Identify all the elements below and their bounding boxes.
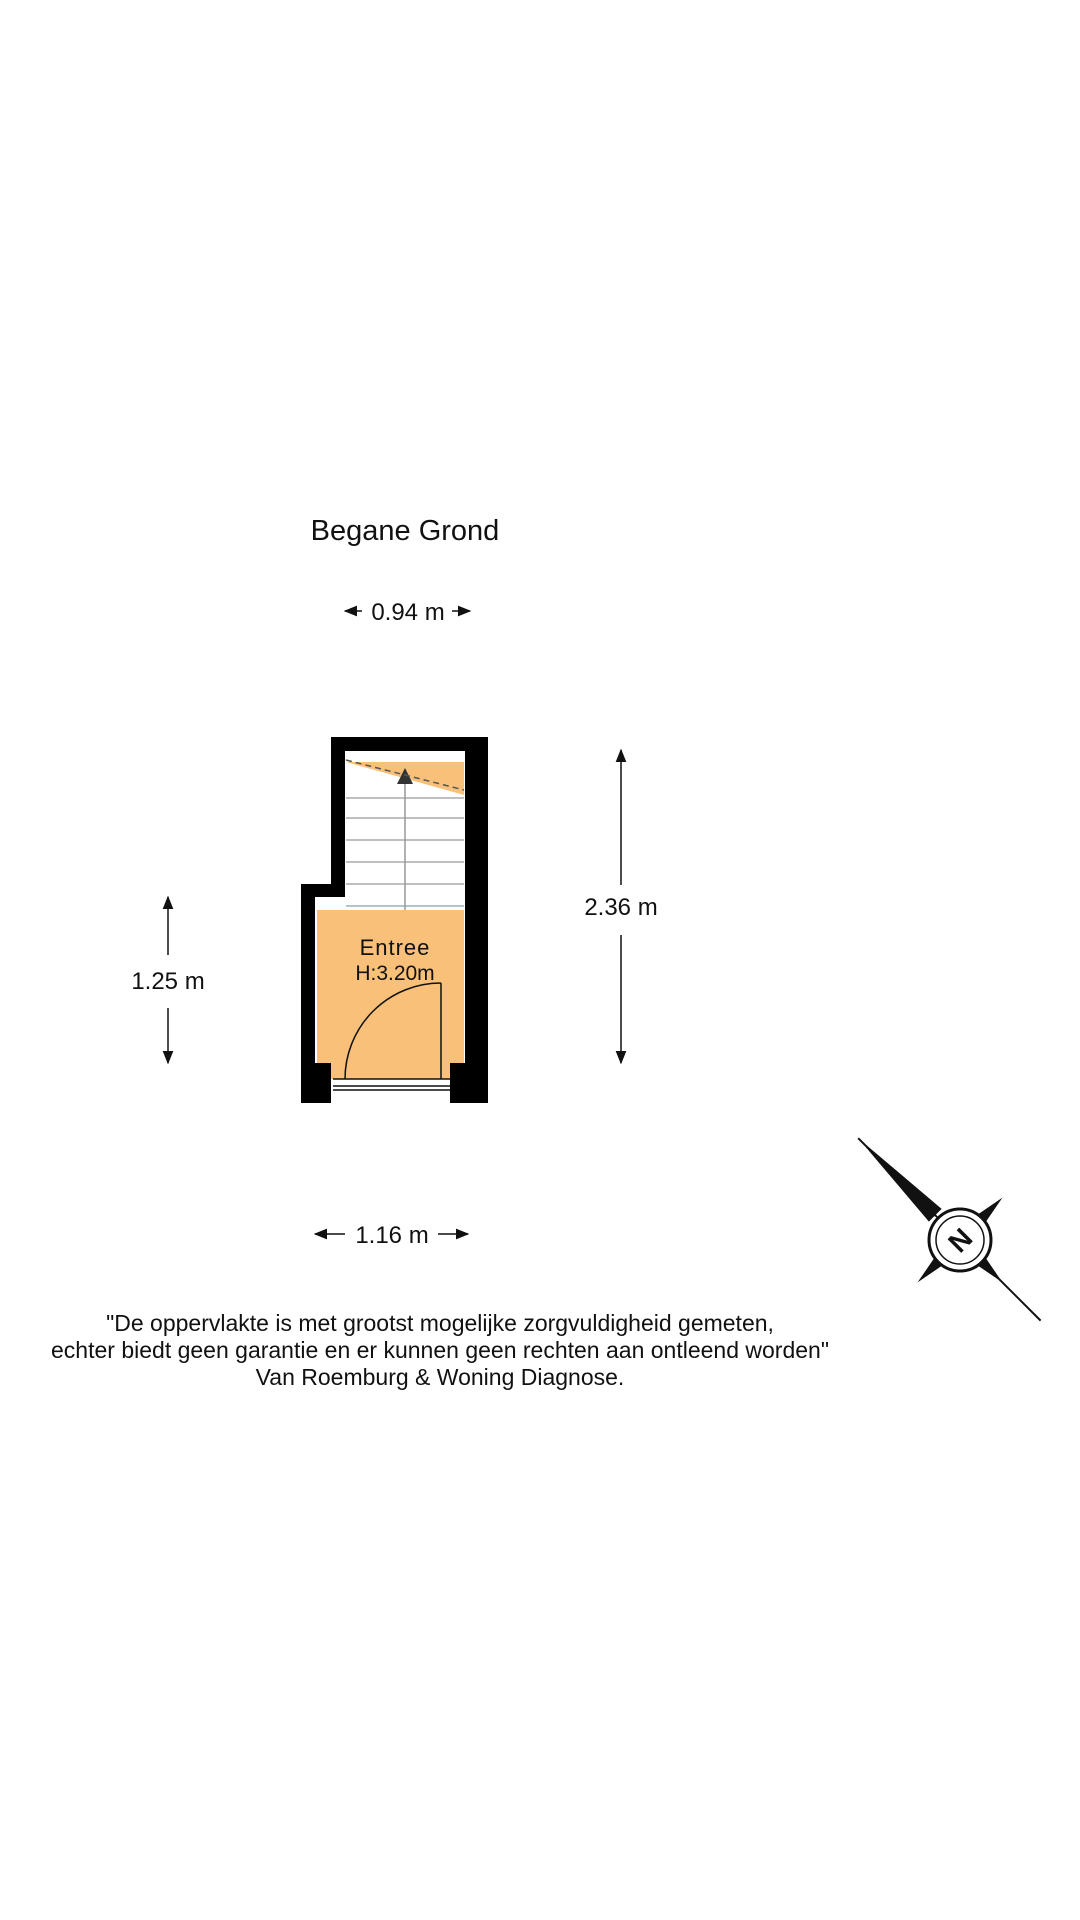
dimension-right-height: 2.36 m: [584, 748, 658, 1065]
room-floor-fill: [317, 910, 464, 1079]
wall-right: [465, 737, 488, 1103]
wall-lower-left: [301, 884, 315, 1103]
dimension-bottom-label: 1.16 m: [355, 1222, 428, 1249]
dimension-left-height: 1.25 m: [131, 895, 205, 1065]
disclaimer-line-3: Van Roemburg & Woning Diagnose.: [255, 1364, 625, 1390]
wall-top: [331, 737, 488, 751]
compass-ring: [927, 1207, 993, 1273]
front-door: [333, 982, 450, 1091]
room-name-label: Entree: [360, 935, 431, 960]
dimension-left-label: 1.25 m: [131, 968, 204, 995]
room-height-label: H:3.20m: [355, 962, 434, 985]
wall-bottom-left: [301, 1063, 331, 1103]
wall-upper-left: [331, 737, 345, 895]
walls: [301, 737, 488, 1103]
dimension-top-width: 0.94 m: [343, 599, 472, 626]
staircase: [345, 759, 465, 910]
wall-bottom-right: [450, 1063, 488, 1103]
door-swing-arc: [344, 982, 442, 1080]
stair-direction-arrow-icon: [397, 768, 413, 784]
stair-cut-line: [345, 759, 465, 791]
disclaimer-block: "De oppervlakte is met grootst mogelijke…: [0, 1310, 880, 1391]
dimension-right-label: 2.36 m: [584, 894, 657, 921]
disclaimer-line-1: "De oppervlakte is met grootst mogelijke…: [106, 1310, 774, 1336]
disclaimer-line-2: echter biedt geen garantie en er kunnen …: [51, 1337, 829, 1363]
compass-north-needle: [858, 1138, 942, 1222]
dimension-bottom-width: 1.16 m: [313, 1222, 470, 1249]
dimension-top-label: 0.94 m: [371, 599, 444, 626]
compass-inner-ring: [935, 1215, 985, 1265]
compass-icon: N: [857, 1137, 1042, 1322]
floor-title: Begane Grond: [311, 515, 500, 547]
